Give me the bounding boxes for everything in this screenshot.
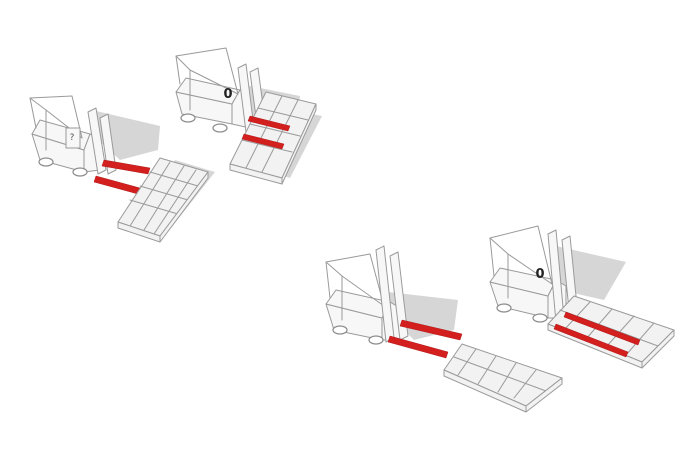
scene-bottom-left — [325, 245, 563, 413]
fork-pair — [93, 159, 151, 195]
forklift — [325, 245, 409, 345]
steering-wheel-icon: 0 — [535, 267, 544, 282]
steering-wheel-icon: 0 — [223, 87, 232, 102]
fork-pair — [387, 319, 463, 359]
fork-pair — [553, 311, 641, 358]
forklift: ? — [29, 95, 117, 177]
fork-pair — [241, 115, 291, 150]
pallet — [443, 343, 563, 413]
scene-top-right: 0 — [175, 47, 322, 185]
scene-bottom-right: 0 — [489, 225, 675, 369]
scene-top-left: ? — [29, 95, 215, 243]
pallet — [229, 91, 317, 185]
steering-wheel-icon: ? — [70, 133, 75, 143]
pallet — [117, 157, 209, 243]
